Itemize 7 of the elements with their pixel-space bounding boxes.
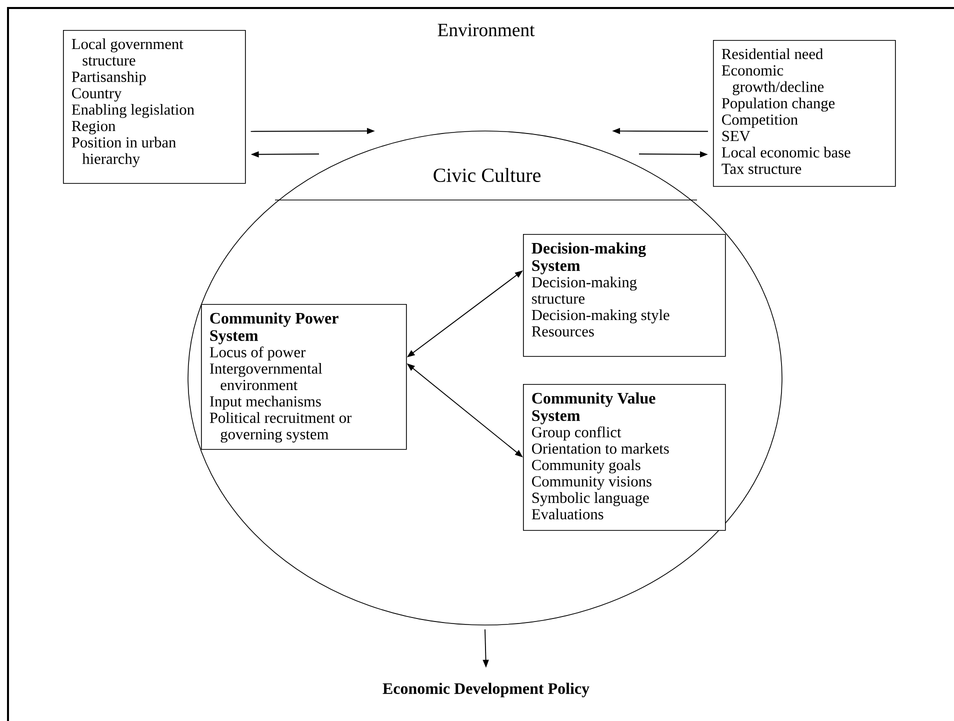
heading: Environment <box>438 24 535 36</box>
system-box: Decision-making System Decision-making structure Decision-making style Resources <box>523 234 726 357</box>
system-box: Community Power System Locus of power Intergovernmental environment Input mechanisms Political recruitment or governing system <box>201 304 407 450</box>
system-box: Community Value System Group conflict Orientation to markets Community goals Community visions Symbolic language Evaluations <box>523 384 726 531</box>
factor-box: Local government structure Partisanship Country Enabling legislation Region Position in urban hierarchy <box>63 30 246 184</box>
factor-box: Residential need Economic growth/decline Population change Competition SEV Local economic base Tax structure <box>713 40 896 187</box>
outcome-label: Economic Development Policy <box>382 682 590 698</box>
